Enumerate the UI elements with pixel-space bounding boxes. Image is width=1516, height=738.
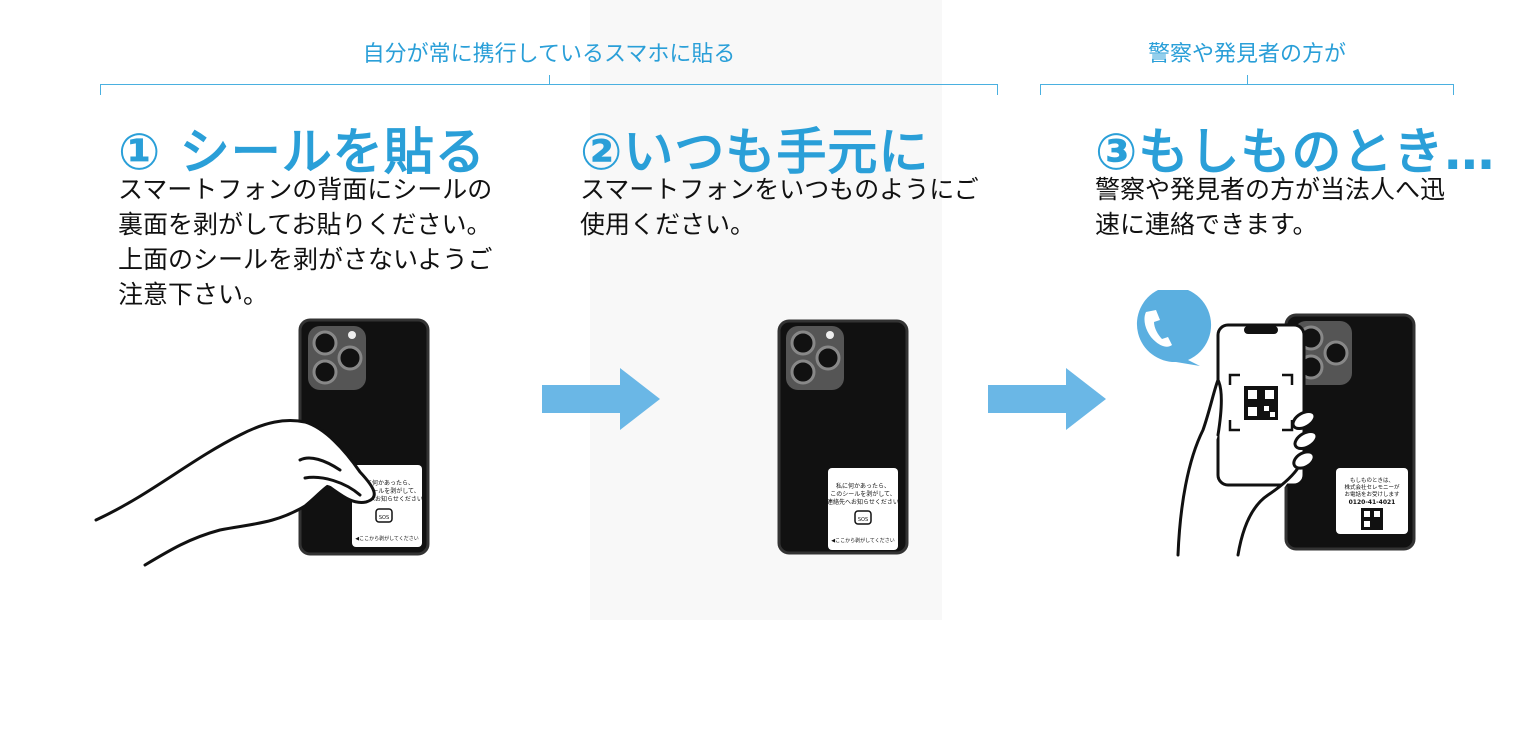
step3-desc: 警察や発見者の方が当法人へ迅速に連絡できます。 [1095, 175, 1446, 239]
front-phone [1216, 323, 1306, 487]
step2-title: ②いつも手元に [580, 123, 930, 181]
sticker3-line3: お電話をお受けします [1344, 490, 1400, 498]
sticker2-footer: ◀ここから剥がしてください [831, 537, 895, 544]
sticker1-line1: 私に何かあったら、 [360, 479, 414, 487]
sticker3-phone: 0120-41-4021 [1349, 499, 1396, 506]
phone-scan-illustration: もしものときは、 株式会社セレモニーが お電話をお受けします 0120-41-4… [1136, 290, 1416, 557]
sticker2-line1: 私に何かあったら、 [836, 482, 890, 490]
phone-peel-illustration: 私に何かあったら、 このシールを剥がして、 連絡先へお知らせください SOS ◀… [94, 318, 430, 567]
group-title-right: 警察や発見者の方が [1147, 42, 1346, 67]
step1-title: ① シールを貼る [118, 123, 486, 181]
sticker1-line2: このシールを剥がして、 [354, 487, 420, 495]
arrow-right-icon [542, 368, 660, 430]
step3-title: ③もしものとき… [1095, 123, 1496, 181]
sticker1-line3: 連絡先へお知らせください [351, 495, 423, 503]
step2-desc: スマートフォンをいつものようにご使用ください。 [580, 175, 979, 239]
sticker3-line1: もしものときは、 [1350, 477, 1394, 484]
qr-code-icon [1361, 508, 1383, 530]
hand-icon [1176, 378, 1319, 557]
bracket-left [100, 75, 998, 95]
qr-code-icon [1244, 386, 1278, 420]
phone-call-icon [1136, 290, 1212, 366]
sticker1-footer: ◀ここから剥がしてください [355, 535, 419, 542]
sticker2-line2: このシールを剥がして、 [830, 490, 896, 498]
sticker2-sos: SOS [858, 517, 868, 523]
arrow-right-icon [988, 368, 1106, 430]
sticker2-line3: 連絡先へお知らせください [827, 498, 899, 506]
step1-desc: スマートフォンの背面にシールの裏面を剥がしてお貼りください。上面のシールを剥がさ… [118, 175, 493, 309]
sticker1-sos: SOS [379, 515, 389, 521]
hand-icon [94, 419, 376, 567]
sticker3-line2: 株式会社セレモニーが [1344, 483, 1400, 491]
group-title-left: 自分が常に携行しているスマホに貼る [362, 42, 736, 67]
phone-back-2: 私に何かあったら、 このシールを剥がして、 連絡先へお知らせください SOS ◀… [777, 319, 909, 555]
bracket-right [1040, 75, 1454, 95]
